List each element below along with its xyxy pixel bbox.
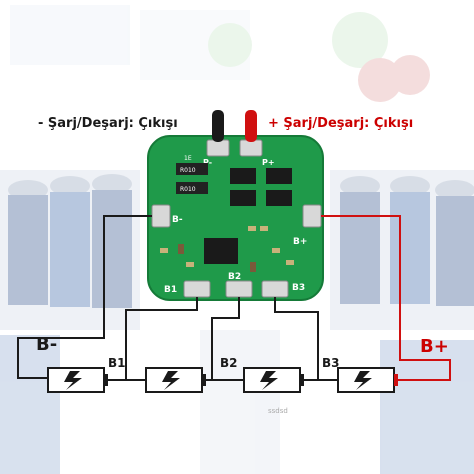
resistor-r010-bottom — [176, 182, 208, 194]
lightning-icon — [64, 371, 82, 390]
pad-b-minus — [151, 204, 171, 228]
lightning-icon — [260, 371, 278, 390]
pad-b1-label: B1 — [164, 285, 177, 295]
battery-cell-1 — [47, 367, 108, 393]
pad-p-plus — [239, 139, 263, 157]
negative-output-label: - Şarj/Deşarj: Çıkışı — [38, 116, 178, 131]
mosfet-4 — [266, 190, 292, 206]
b3-wire — [274, 297, 319, 380]
resistor-r010-bottom-label: R010 — [180, 186, 196, 193]
pad-p-minus-label: P- — [203, 158, 212, 167]
background-cells — [0, 5, 474, 474]
pad-b-plus-label: B+ — [293, 237, 307, 247]
battery-cell-4 — [337, 367, 398, 393]
pad-b2 — [225, 280, 253, 298]
battery-cell-3 — [243, 367, 304, 393]
resistor-r010-top — [176, 163, 208, 175]
pad-p-plus-label: P+ — [262, 158, 275, 167]
negative-output-wire — [212, 110, 224, 142]
bms-board: B- B+ P- P+ R010 R010 1E B1 B2 — [147, 135, 324, 301]
battery-cell-2 — [145, 367, 206, 393]
b1-label: B1 — [108, 356, 126, 370]
b-plus-label: B+ — [420, 336, 449, 357]
mosfet-1 — [230, 168, 256, 184]
pad-b1 — [183, 280, 211, 298]
pad-b3 — [261, 280, 289, 298]
resistor-r010-top-label: R010 — [180, 167, 196, 174]
output-wires — [212, 110, 257, 142]
lightning-icon — [354, 371, 372, 390]
pad-b-minus-label: B- — [172, 215, 183, 225]
b2-wire — [211, 297, 240, 380]
protection-ic — [204, 238, 238, 264]
b3-label: B3 — [322, 356, 340, 370]
positive-output-wire — [245, 110, 257, 142]
lightning-icon — [162, 371, 180, 390]
mosfet-3 — [230, 190, 256, 206]
mosfet-2 — [266, 168, 292, 184]
b1-wire — [125, 297, 198, 380]
wiring — [17, 215, 451, 381]
pad-b-plus — [302, 204, 322, 228]
watermark: ssdsd — [268, 407, 288, 415]
b-minus-wire — [17, 215, 152, 379]
b-plus-wire — [321, 215, 451, 381]
positive-output-label: + Şarj/Deşarj: Çıkışı — [268, 116, 413, 131]
pad-p-minus — [206, 139, 230, 157]
b-minus-label: B- — [36, 334, 57, 355]
board-code: 1E — [184, 155, 192, 162]
pad-b2-label: B2 — [228, 272, 241, 282]
b2-label: B2 — [220, 356, 238, 370]
pad-b3-label: B3 — [292, 283, 305, 293]
